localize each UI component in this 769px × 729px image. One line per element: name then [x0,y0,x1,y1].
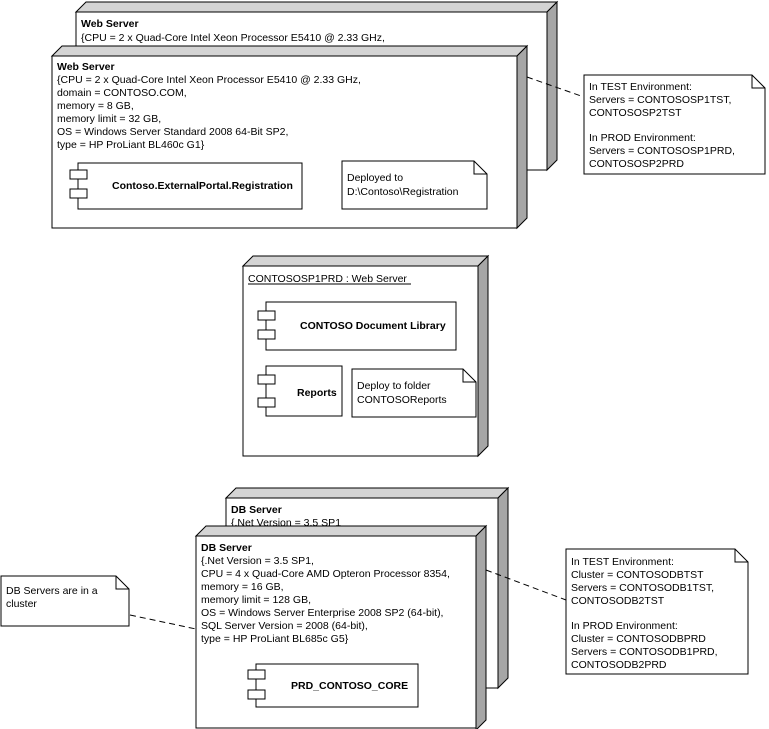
note-shape [583,74,766,175]
component-icon-tab [247,689,266,700]
note-line: CONTOSOSP2PRD [589,158,684,170]
component-label: CONTOSO Document Library [300,320,446,332]
note-line: CONTOSODB2PRD [571,659,667,671]
note-fold [462,369,476,383]
note-fold [115,576,129,590]
note-shape [341,160,488,210]
note-line: Deployed to [347,172,403,184]
web-server-node-front[interactable]: Web Server {CPU = 2 x Quad-Core Intel Xe… [50,44,529,230]
node-depth-top [50,45,529,57]
component-icon-tab [257,397,276,408]
note-line: DB Servers are in a [6,585,98,597]
node-depth-top [224,487,510,499]
component-label: PRD_CONTOSO_CORE [291,680,408,692]
note-deployed-registration[interactable]: Deployed to D:\Contoso\Registration [341,160,488,210]
node-depth-side [516,44,528,230]
note-shape [0,575,130,627]
component-icon-tab [69,188,88,199]
component-external-portal[interactable]: Contoso.ExternalPortal.Registration [69,162,303,210]
note-line: Cluster = CONTOSODBPRD [571,633,706,645]
component-icon-tab [247,669,266,680]
component-label: Reports [297,387,337,399]
note-line: In TEST Environment: [571,556,674,568]
component-box [265,301,457,351]
note-connector [129,614,197,630]
note-line: Servers = CONTOSODB1PRD, [571,646,718,658]
node-depth-side [475,524,487,729]
note-fold [734,549,748,563]
note-reports-folder[interactable]: Deploy to folder CONTOSOReports [351,368,477,418]
component-label: Contoso.ExternalPortal.Registration [112,180,293,192]
note-line: CONTOSOSP2TST [589,107,682,119]
note-fold [751,75,765,89]
db-server-node-front[interactable]: DB Server {.Net Version = 3.5 SP1, CPU =… [194,524,488,729]
node-depth-side [497,486,509,690]
note-line: CONTOSODB2TST [571,595,665,607]
note-shape [565,548,749,675]
note-line: Servers = CONTOSOSP1PRD, [589,145,735,157]
note-line: In PROD Environment: [571,620,678,632]
note-fold [473,161,487,175]
note-db-cluster[interactable]: DB Servers are in a cluster [0,575,130,627]
note-line: Servers = CONTOSODB1TST, [571,582,714,594]
component-icon-tab [69,169,88,180]
sp1prd-node[interactable]: CONTOSOSP1PRD : Web Server CONTOSO Docum… [241,254,490,458]
note-line: Cluster = CONTOSODBTST [571,569,704,581]
component-box [265,365,343,417]
component-reports[interactable]: Reports [257,365,343,417]
node-property-line: OS = Windows Server Enterprise 2008 SP2 … [201,607,443,619]
node-face [242,265,479,457]
component-icon-tab [257,329,276,340]
component-icon-tab [257,374,276,385]
node-title: DB Server [231,504,282,516]
note-shape [351,368,477,418]
note-web-environments[interactable]: In TEST Environment: Servers = CONTOSOSP… [583,74,766,175]
component-icon-tab [257,310,276,321]
note-line: Deploy to folder [357,380,431,392]
note-connector [485,569,567,601]
component-box [255,663,419,708]
component-box [77,162,303,210]
component-document-library[interactable]: CONTOSO Document Library [257,301,457,351]
node-property-line: memory limit = 128 GB, [201,594,311,606]
node-property-line: CPU = 4 x Quad-Core AMD Opteron Processo… [201,568,450,580]
node-property-line: {CPU = 2 x Quad-Core Intel Xeon Processo… [81,32,385,44]
node-title: DB Server [201,542,252,554]
node-depth-top [74,1,559,13]
note-line: CONTOSOReports [357,394,447,406]
node-property-line: type = HP ProLiant BL685c G5} [201,633,349,645]
node-property-line: SQL Server Version = 2008 (64-bit), [201,620,368,632]
node-title: CONTOSOSP1PRD : Web Server [248,273,407,285]
node-property-line: {.Net Version = 3.5 SP1, [201,555,314,567]
note-line: D:\Contoso\Registration [347,186,459,198]
note-line: Servers = CONTOSOSP1TST, [589,94,731,106]
node-title: Web Server [81,18,139,30]
node-property-line: {CPU = 2 x Quad-Core Intel Xeon Processo… [57,74,361,86]
node-depth-side [477,254,489,458]
node-property-line: type = HP ProLiant BL460c G1} [57,139,205,151]
node-depth-top [241,255,490,267]
node-property-line: memory limit = 32 GB, [57,113,161,125]
note-db-environments[interactable]: In TEST Environment: Cluster = CONTOSODB… [565,548,749,675]
node-title: Web Server [57,61,115,73]
node-property-line: memory = 8 GB, [57,100,134,112]
note-line: cluster [6,598,37,610]
node-depth-side [546,0,558,172]
component-prd-contoso-core[interactable]: PRD_CONTOSO_CORE [247,663,419,708]
node-property-line: domain = CONTOSO.COM, [57,87,187,99]
node-property-line: OS = Windows Server Standard 2008 64-Bit… [57,126,288,138]
note-line: In PROD Environment: [589,132,696,144]
note-line: In TEST Environment: [589,81,692,93]
node-depth-top [194,525,488,537]
node-property-line: memory = 16 GB, [201,581,284,593]
note-connector [526,76,585,98]
